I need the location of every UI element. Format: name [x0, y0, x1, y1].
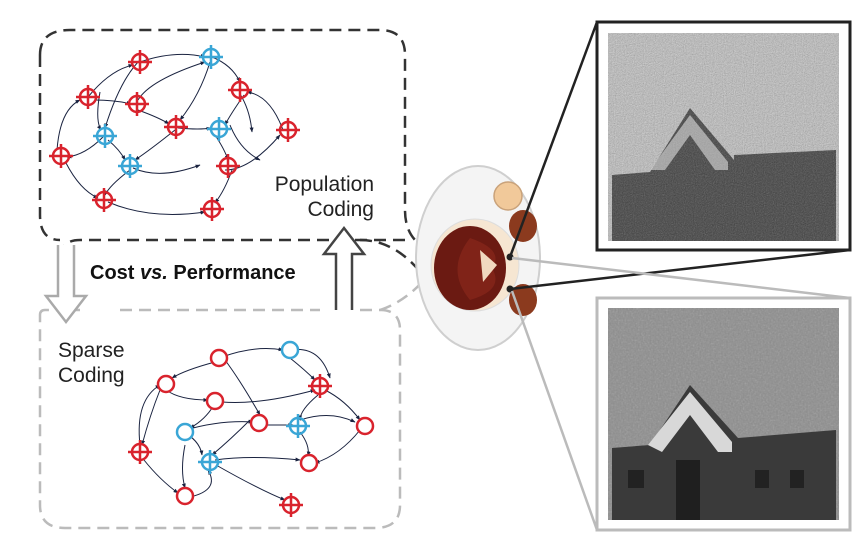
node-blue: [118, 154, 142, 178]
node-red-open: [205, 391, 225, 411]
cost-vs-performance-label: Cost vs. Performance: [90, 262, 296, 285]
node-red-open: [299, 453, 319, 473]
node-red: [200, 197, 224, 221]
sparse-coding-label: Sparse Coding: [58, 338, 168, 388]
node-red: [49, 144, 73, 168]
vs-word: vs.: [140, 262, 168, 284]
node-red-open: [249, 413, 269, 433]
population-nodes: [49, 45, 300, 221]
node-red: [164, 115, 188, 139]
sparse-box: [38, 308, 402, 530]
down-arrow: [43, 245, 89, 325]
node-red: [128, 50, 152, 74]
sparse-label-line1: Sparse: [58, 339, 125, 362]
sparse-edges: [138, 347, 361, 501]
clean-building-photo: [595, 296, 852, 532]
population-coding-label: Population Coding: [262, 172, 374, 222]
node-red-open: [175, 486, 195, 506]
node-blue: [198, 450, 222, 474]
node-red: [279, 493, 303, 517]
node-red: [125, 92, 149, 116]
node-red: [92, 188, 116, 212]
node-blue: [286, 414, 310, 438]
population-edges: [56, 53, 284, 215]
node-red: [276, 118, 300, 142]
node-red: [128, 440, 152, 464]
node-blue-open: [280, 340, 300, 360]
node-blue: [207, 117, 231, 141]
node-blue: [93, 124, 117, 148]
population-label-line2: Coding: [307, 198, 374, 221]
up-arrow: [321, 225, 367, 310]
view-lines-bottom: [510, 256, 851, 531]
node-red-open: [209, 348, 229, 368]
node-red: [308, 374, 332, 398]
cost-word: Cost: [90, 262, 135, 284]
head-illustration: [415, 165, 541, 351]
sparse-label-line2: Coding: [58, 364, 125, 387]
node-blue: [199, 45, 223, 69]
population-box-left: [38, 55, 61, 242]
performance-word: Performance: [173, 262, 296, 284]
view-lines-top: [508, 21, 851, 291]
sparse-nodes: [128, 340, 375, 517]
noisy-building-photo: [595, 20, 852, 252]
population-label-line1: Population: [274, 173, 374, 196]
node-red: [76, 85, 100, 109]
node-red-open: [156, 374, 176, 394]
node-blue-open: [175, 422, 195, 442]
node-red: [228, 78, 252, 102]
node-red: [216, 154, 240, 178]
node-red-open: [355, 416, 375, 436]
